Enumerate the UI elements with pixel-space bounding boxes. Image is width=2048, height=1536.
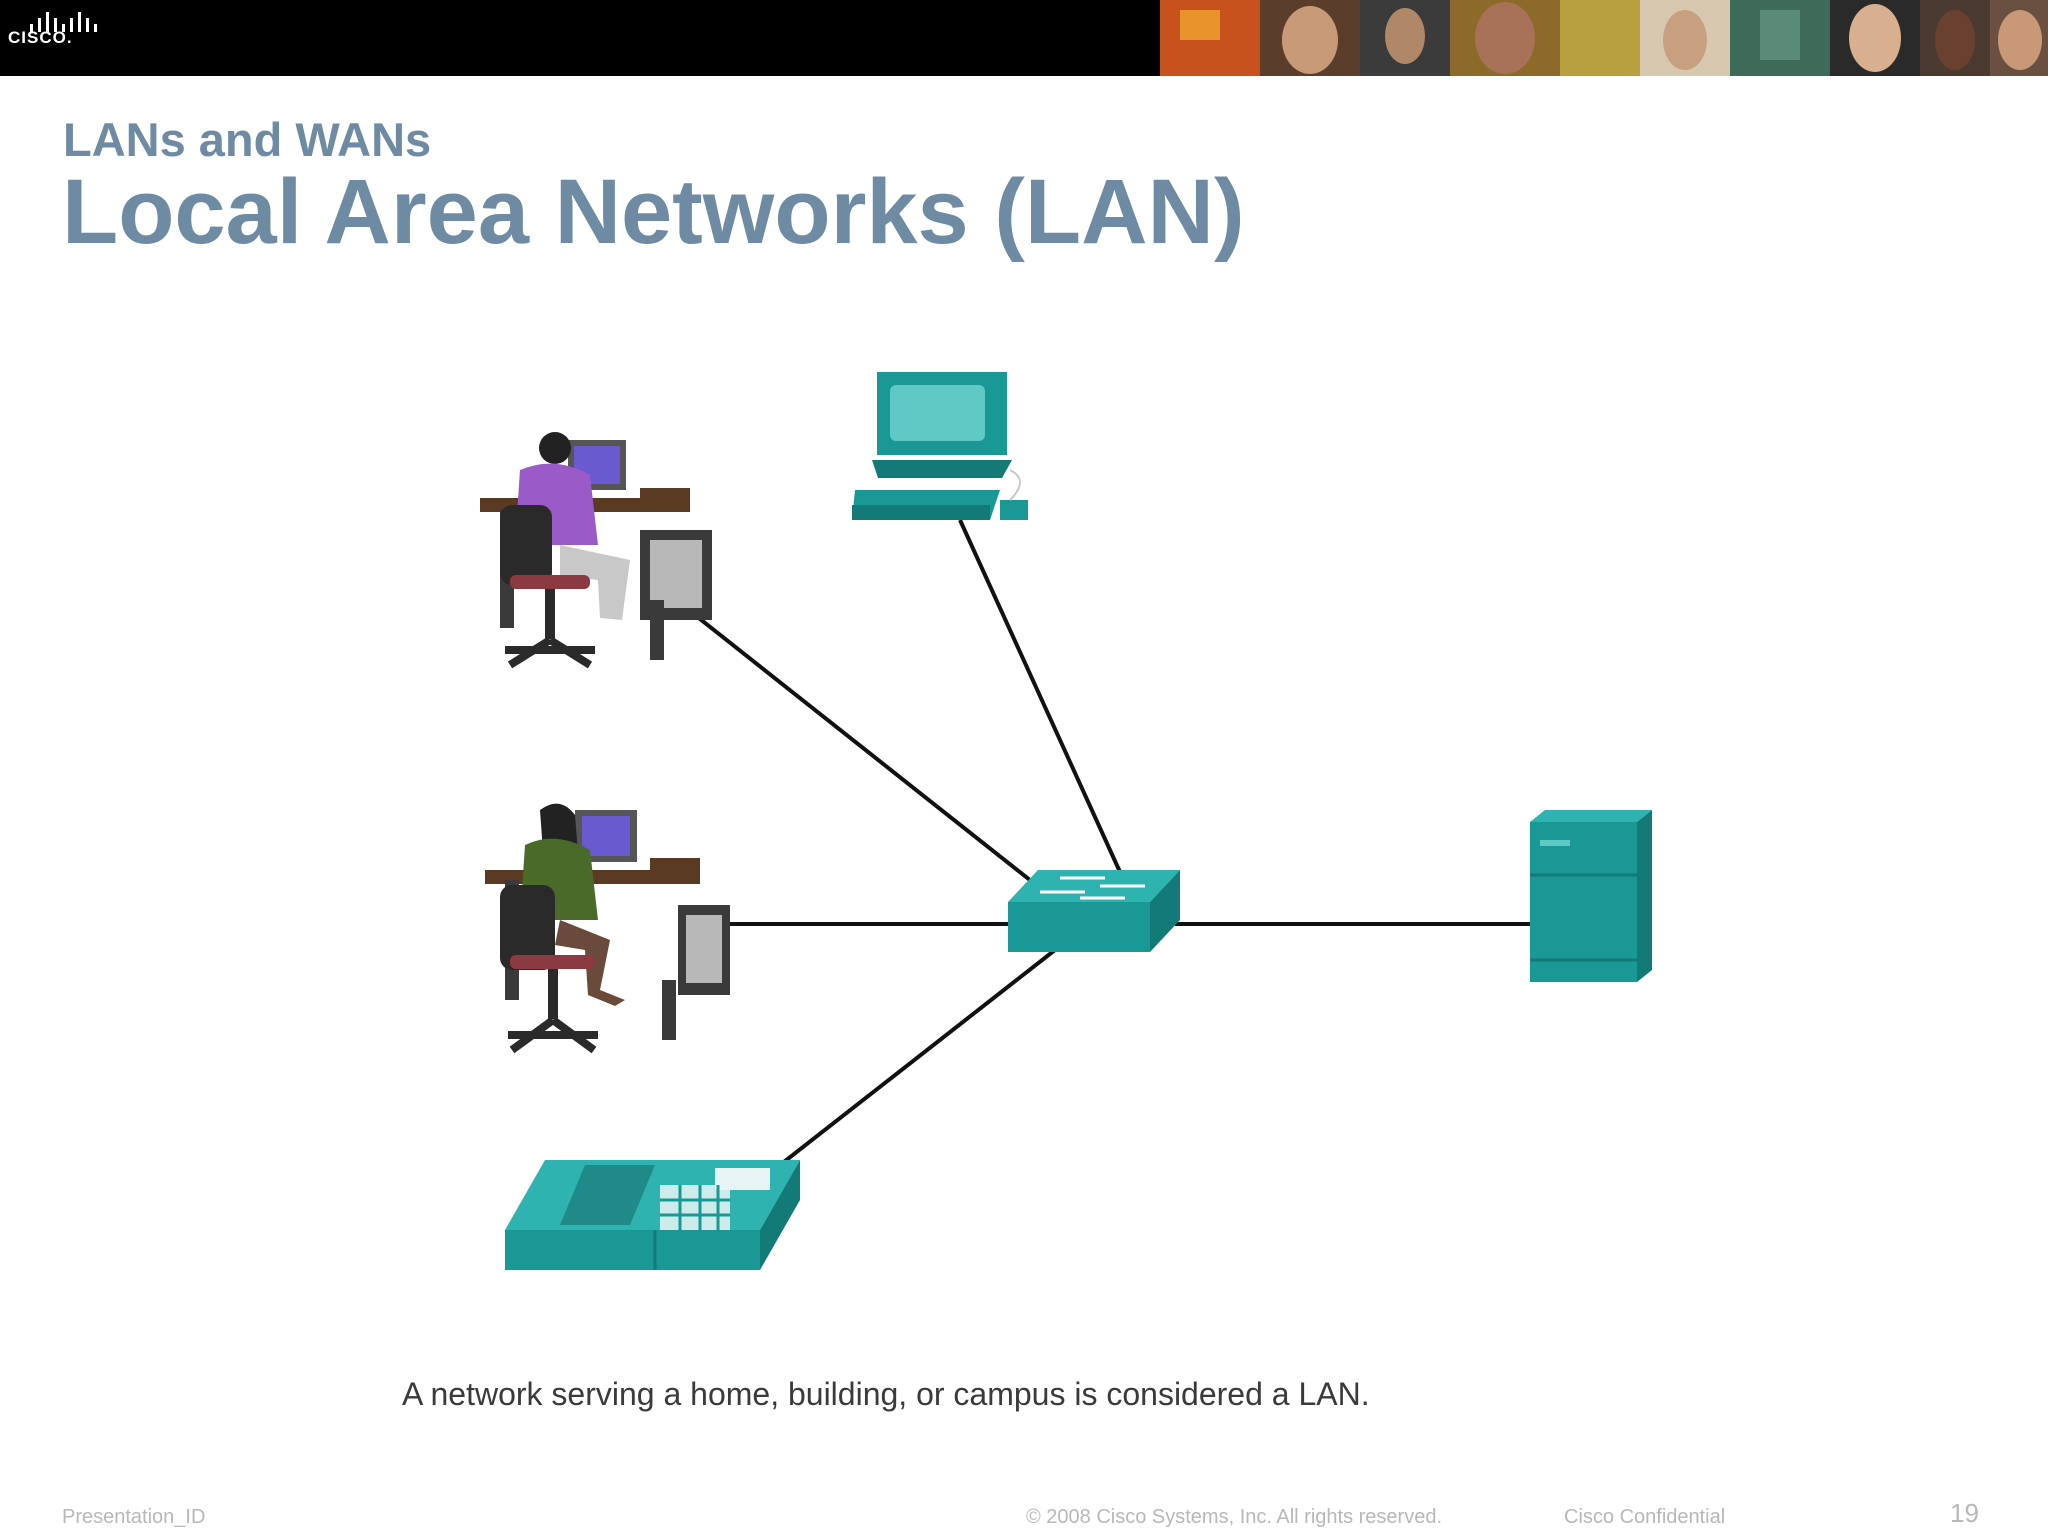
cisco-logo-icon (30, 12, 97, 32)
footer-confidential: Cisco Confidential (1564, 1506, 1726, 1528)
link-workstation-1-switch (693, 613, 1042, 890)
workstation-user-1-icon (480, 432, 712, 669)
header-bar: CISCO. (0, 0, 2048, 76)
diagram-caption: A network serving a home, building, or c… (402, 1376, 1370, 1412)
desktop-computer-icon (852, 372, 1028, 520)
header-photo-strip (1160, 0, 2048, 76)
link-desktop-switch (958, 519, 1122, 873)
network-switch-icon (1008, 870, 1180, 952)
slide-title: Local Area Networks (LAN) (62, 161, 1245, 263)
footer-copyright: © 2008 Cisco Systems, Inc. All rights re… (1026, 1506, 1443, 1528)
footer-presentation-id: Presentation_ID (62, 1506, 206, 1528)
server-icon (1530, 810, 1652, 982)
page-number: 19 (1950, 1498, 1979, 1528)
link-ipphone-switch (778, 948, 1057, 1167)
slide-subtitle: LANs and WANs (63, 113, 432, 166)
cisco-logo-text: CISCO. (8, 28, 73, 47)
ip-phone-icon (505, 1160, 800, 1270)
workstation-user-2-icon (485, 803, 730, 1054)
